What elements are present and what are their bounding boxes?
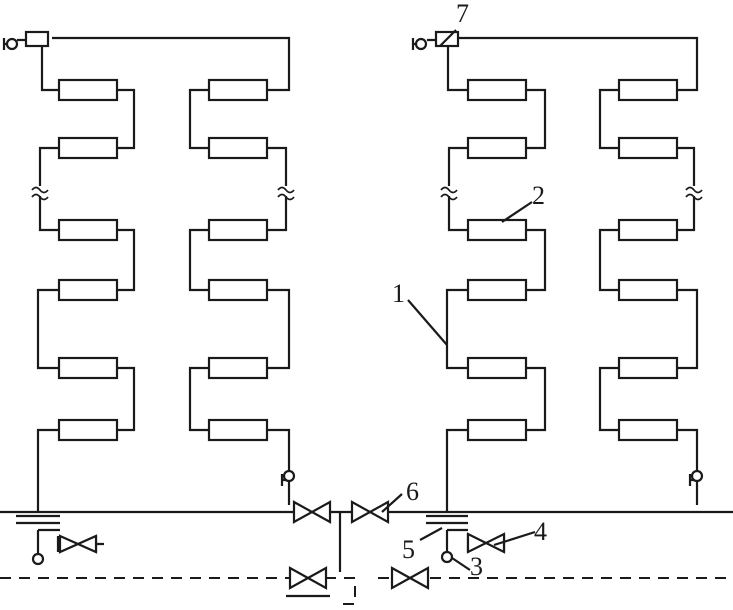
drain-vent-icon	[282, 469, 296, 483]
shutoff-valve-icon	[466, 532, 506, 554]
radiator	[466, 218, 528, 242]
radiator	[617, 136, 679, 160]
radiator	[466, 78, 528, 102]
radiator	[617, 418, 679, 442]
label-1: 1	[392, 279, 405, 308]
base-bracket	[16, 514, 60, 557]
label-4: 4	[534, 517, 547, 546]
right-building	[411, 29, 704, 564]
leader-line-2	[501, 201, 533, 223]
radiator	[207, 136, 269, 160]
label-3: 3	[470, 552, 483, 581]
radiator	[207, 356, 269, 380]
label-5: 5	[402, 535, 415, 564]
radiator	[207, 418, 269, 442]
leader-line-4	[493, 530, 536, 547]
right-riser-pipe-b	[458, 36, 699, 505]
radiator	[466, 136, 528, 160]
return-valve-icon	[390, 566, 430, 590]
air-vent-icon	[5, 37, 19, 51]
leader-line-6	[381, 493, 403, 513]
drain-vent-icon	[31, 552, 45, 566]
supply-valve-icon	[350, 500, 390, 524]
radiator	[57, 418, 119, 442]
radiator	[617, 278, 679, 302]
air-vent-icon	[414, 37, 428, 51]
pipe-break-mark	[31, 186, 49, 201]
radiator	[57, 136, 119, 160]
base-bracket	[38, 528, 104, 552]
radiator	[207, 78, 269, 102]
radiator	[617, 78, 679, 102]
left-riser-pipe-a	[36, 43, 136, 512]
radiator	[617, 356, 679, 380]
label-2: 2	[532, 181, 545, 210]
radiator	[57, 356, 119, 380]
drain-vent-icon	[690, 469, 704, 483]
radiator	[57, 218, 119, 242]
leader-line-5	[419, 527, 443, 541]
supply-valve-icon	[292, 500, 332, 524]
radiator	[57, 78, 119, 102]
leader-line-3	[451, 557, 471, 571]
drain-vent-icon	[440, 550, 454, 564]
radiator	[466, 418, 528, 442]
label-6: 6	[406, 477, 419, 506]
return-valve-icon	[288, 566, 328, 590]
pipe-break-mark	[685, 186, 703, 201]
pipe-break-mark	[440, 186, 458, 201]
radiator	[466, 278, 528, 302]
leader-line-1	[407, 299, 448, 346]
radiator	[466, 356, 528, 380]
radiator	[617, 218, 679, 242]
radiator	[57, 278, 119, 302]
radiator	[207, 218, 269, 242]
pipe-break-mark	[277, 186, 295, 201]
shutoff-valve-icon	[58, 534, 98, 554]
label-7: 7	[456, 0, 469, 28]
left-riser-pipe-b	[52, 36, 291, 505]
left-building	[2, 30, 296, 566]
right-riser-pipe-a	[445, 43, 547, 512]
radiator	[207, 278, 269, 302]
return-main-pipe	[0, 577, 733, 605]
air-collector-mark	[439, 29, 457, 47]
air-collector	[24, 30, 50, 48]
